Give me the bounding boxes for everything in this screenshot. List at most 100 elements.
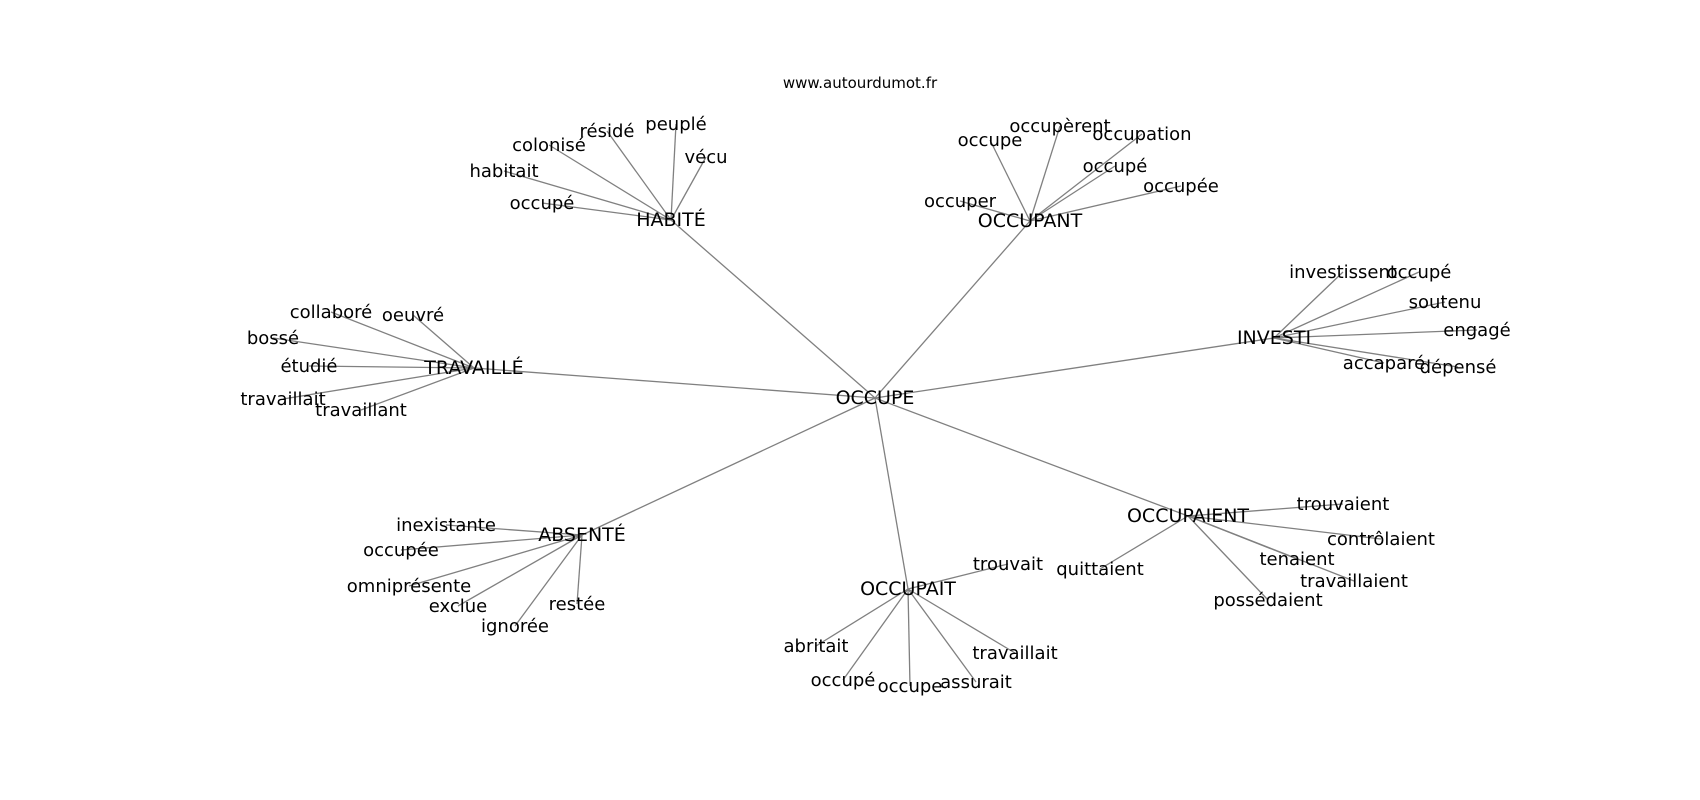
edge-hub-word [1273,301,1446,339]
edge-hub-word [541,202,672,221]
word-node: oeuvré [382,305,444,326]
edge-center-hub [874,220,1031,399]
word-node: dépensé [1420,357,1497,378]
word-node: résidé [580,121,635,142]
edge-hub-word [1187,515,1382,540]
edge-center-hub [473,367,876,399]
word-node: accaparé [1343,353,1425,374]
edge-hub-word [989,139,1031,222]
word-node: occupé [510,193,575,214]
word-node: travaillant [315,400,407,421]
edge-center-hub [874,397,1189,517]
word-node: occupée [1143,176,1219,197]
edge-hub-word [503,170,672,221]
edge-center-hub [670,219,876,399]
edge-center-hub [581,397,876,536]
word-node: occupé [1083,156,1148,177]
edge-hub-word [272,337,475,369]
center-node: OCCUPE [836,387,915,409]
edge-hub-word [514,534,583,627]
edge-hub-word [1273,329,1478,339]
word-node: assurait [940,672,1012,693]
edge-hub-word [457,534,583,607]
edge-hub-word [1273,271,1420,339]
edge-hub-word [408,534,583,587]
hub-node: OCCUPAIENT [1127,505,1249,527]
edge-hub-word [1029,185,1182,222]
word-node: bossé [247,328,299,349]
word-node: occupée [363,540,439,561]
edge-hub-word [445,524,583,536]
word-node: occupé [811,670,876,691]
word-node: possédaient [1213,590,1322,611]
edge-hub-word [670,156,707,221]
word-node: occupèrent [1009,116,1110,137]
edge-hub-word [907,588,911,687]
word-node: contrôlaient [1327,529,1435,550]
edge-hub-word [670,123,677,221]
word-node: colonisé [512,135,586,156]
word-node: investissent [1289,262,1397,283]
word-node: restée [549,594,606,615]
word-node: travaillait [972,643,1057,664]
edge-hub-word [1029,133,1143,222]
edge-hub-word [1273,271,1344,339]
word-node: ignorée [481,616,549,637]
word-node: exclue [429,596,487,617]
word-node: omniprésente [347,576,471,597]
word-node: inexistante [396,515,496,536]
edge-hub-word [1273,337,1385,364]
word-node: engagé [1443,320,1510,341]
watermark: www.autourdumot.fr [783,74,938,92]
edge-hub-word [400,534,583,551]
word-node: habitait [469,161,538,182]
edge-hub-word [360,367,475,411]
edge-hub-word [330,311,475,369]
word-node: occupé [1387,262,1452,283]
word-node: étudié [280,356,337,377]
hub-node: INVESTI [1237,327,1311,349]
edge-hub-word [907,563,1009,590]
edge-hub-word [1029,165,1116,222]
word-node: occupation [1092,124,1191,145]
edge-hub-word [606,130,672,221]
edge-hub-word [412,314,475,369]
edge-center-hub [874,337,1275,399]
word-node: occuper [924,191,997,212]
word-node: soutenu [1409,292,1482,313]
edge-hub-word [1187,503,1344,517]
word-node: vécu [684,147,727,168]
edge-hub-word [907,588,1016,654]
edge-hub-word [282,367,475,400]
hub-node: OCCUPAIT [860,578,956,600]
word-node: abritait [783,636,848,657]
edge-hub-word [576,534,583,605]
word-node: occupe [958,130,1023,151]
hub-node: HABITÉ [636,208,706,231]
edge-hub-word [959,200,1031,222]
hub-node: ABSENTÉ [538,523,626,546]
word-node: tenaient [1259,549,1334,570]
edge-hub-word [1187,515,1355,582]
word-node: quittaient [1056,559,1144,580]
edge-hub-word [1029,125,1061,222]
hub-node: TRAVAILLÉ [423,356,523,379]
hub-node: OCCUPANT [978,210,1083,232]
edge-hub-word [907,588,977,683]
word-node: trouvait [973,554,1043,575]
word-node: occupe [878,676,943,697]
edge-hub-word [308,365,475,369]
edge-hub-word [1273,337,1459,368]
word-node: trouvaient [1297,494,1390,515]
edge-center-hub [874,397,909,590]
edge-hub-word [548,144,672,221]
edge-hub-word [1099,515,1189,570]
edge-hub-word [1187,515,1269,601]
edge-hub-word [842,588,909,681]
edge-hub-word [815,588,909,647]
word-node: collaboré [290,302,372,323]
edges [272,123,1478,687]
word-node: travaillaient [1300,571,1408,592]
